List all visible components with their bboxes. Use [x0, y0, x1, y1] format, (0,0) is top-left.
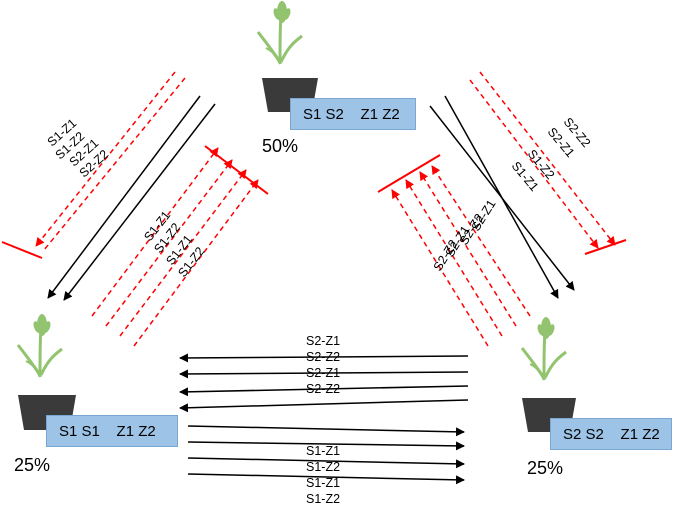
plant-icon — [16, 312, 64, 379]
edge-label: S1-Z2 — [306, 460, 340, 474]
arrows-right-to-left — [179, 353, 469, 413]
frequency-right: 25% — [527, 458, 564, 478]
plant-icon — [520, 315, 568, 382]
arrows-left-to-right — [187, 425, 465, 485]
edge-label: S2-Z1 — [306, 366, 340, 380]
frequency-top: 50% — [262, 136, 299, 156]
arrows-top-to-right — [429, 71, 627, 299]
edge-label: S2-Z1 — [306, 334, 340, 348]
edge-label: S2-Z2 — [306, 350, 340, 364]
genotype-box-right: S2 S2 Z1 Z2 — [550, 418, 672, 450]
edge-label: S1-Z1 — [306, 444, 340, 458]
edge-label: S1-Z2 — [306, 492, 340, 506]
edge-label: S2-Z2 — [306, 382, 340, 396]
frequency-left: 25% — [14, 455, 51, 475]
arrows-right-to-top — [377, 154, 531, 347]
edge-label: S1-Z1 — [306, 476, 340, 490]
genotype-box-left: S1 S1 Z1 Z2 — [46, 415, 178, 447]
plant-icon — [256, 0, 304, 66]
genotype-box-top: S1 S2 Z1 Z2 — [290, 98, 416, 130]
arrows-left-to-top — [91, 145, 269, 347]
arrows-top-to-left — [1, 71, 216, 301]
